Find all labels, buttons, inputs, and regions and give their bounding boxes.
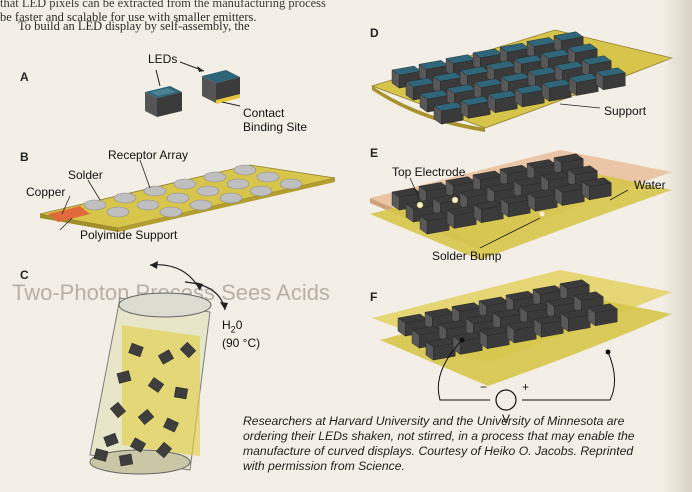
led-cube-face [595,308,618,327]
label-top-electrode: Top Electrode [392,165,466,179]
label-solder-bump: Solder Bump [432,249,502,263]
caption-line-1: Researchers at Harvard University and th… [243,414,625,428]
led-cube-1 [145,86,182,117]
label-copper: Copper [26,185,66,199]
panel-letter-e: E [370,146,379,160]
label-receptor-array: Receptor Array [108,148,189,162]
panel-letter-b: B [20,150,29,164]
caption-line-3: manufacture of curved displays. Courtesy… [243,444,634,458]
led-cube-face [454,211,477,229]
label-water: Water [634,178,666,192]
label-voltage-v: V [502,412,511,426]
label-voltage-minus: − [480,380,488,394]
label-contact: Contact [243,106,285,120]
led-cube-face [481,205,504,223]
article-line-1: that LED pixels can be extracted from th… [0,0,326,10]
label-polyimide-support: Polyimide Support [80,228,178,242]
panel-letter-d: D [370,26,379,40]
led-cube-face [514,325,537,344]
label-support-d: Support [604,104,647,118]
led-cube-face [427,216,450,235]
led-cube-face [535,194,558,212]
article-line-3: To build an LED display by self-assembly… [18,19,250,33]
panel-letter-a: A [20,70,29,84]
caption-line-4: with permission from Science. [243,459,405,473]
label-binding-site: Binding Site [243,120,308,134]
caption-line-2: ordering their LEDs shaken, not stirred,… [243,429,635,443]
label-voltage-plus: + [522,380,530,394]
label-temperature: (90 °C) [222,336,261,350]
panel-letter-f: F [370,290,378,304]
page-edge-shadow [662,0,692,492]
panel-letter-c: C [20,268,29,282]
led-cube-face [562,188,585,206]
led-cube-face [468,101,491,119]
water-h: H [222,318,231,332]
label-water-formula: H20 [222,318,242,334]
led-cube-face [603,72,626,91]
led-cube-face [541,320,564,338]
led-cube-2 [202,70,240,104]
led-cube-face [495,95,518,113]
label-solder: Solder [68,168,103,182]
led-cube-face [508,199,531,218]
water-sub: 2 [230,324,236,335]
article-line-2: be faster and scalable for use with smal… [0,10,257,24]
led-cube-face [549,84,572,102]
led-cube-face [487,331,510,349]
water-o: 0 [235,318,243,332]
led-cube-face [522,89,545,108]
led-cube-face [589,182,612,201]
led-cube-face [441,106,464,125]
label-leds: LEDs [148,52,178,66]
figure-caption: Researchers at Harvard University and th… [243,414,683,474]
led-cube-face [576,78,599,96]
led-cube-face [460,337,483,355]
led-cube-face [568,314,591,332]
